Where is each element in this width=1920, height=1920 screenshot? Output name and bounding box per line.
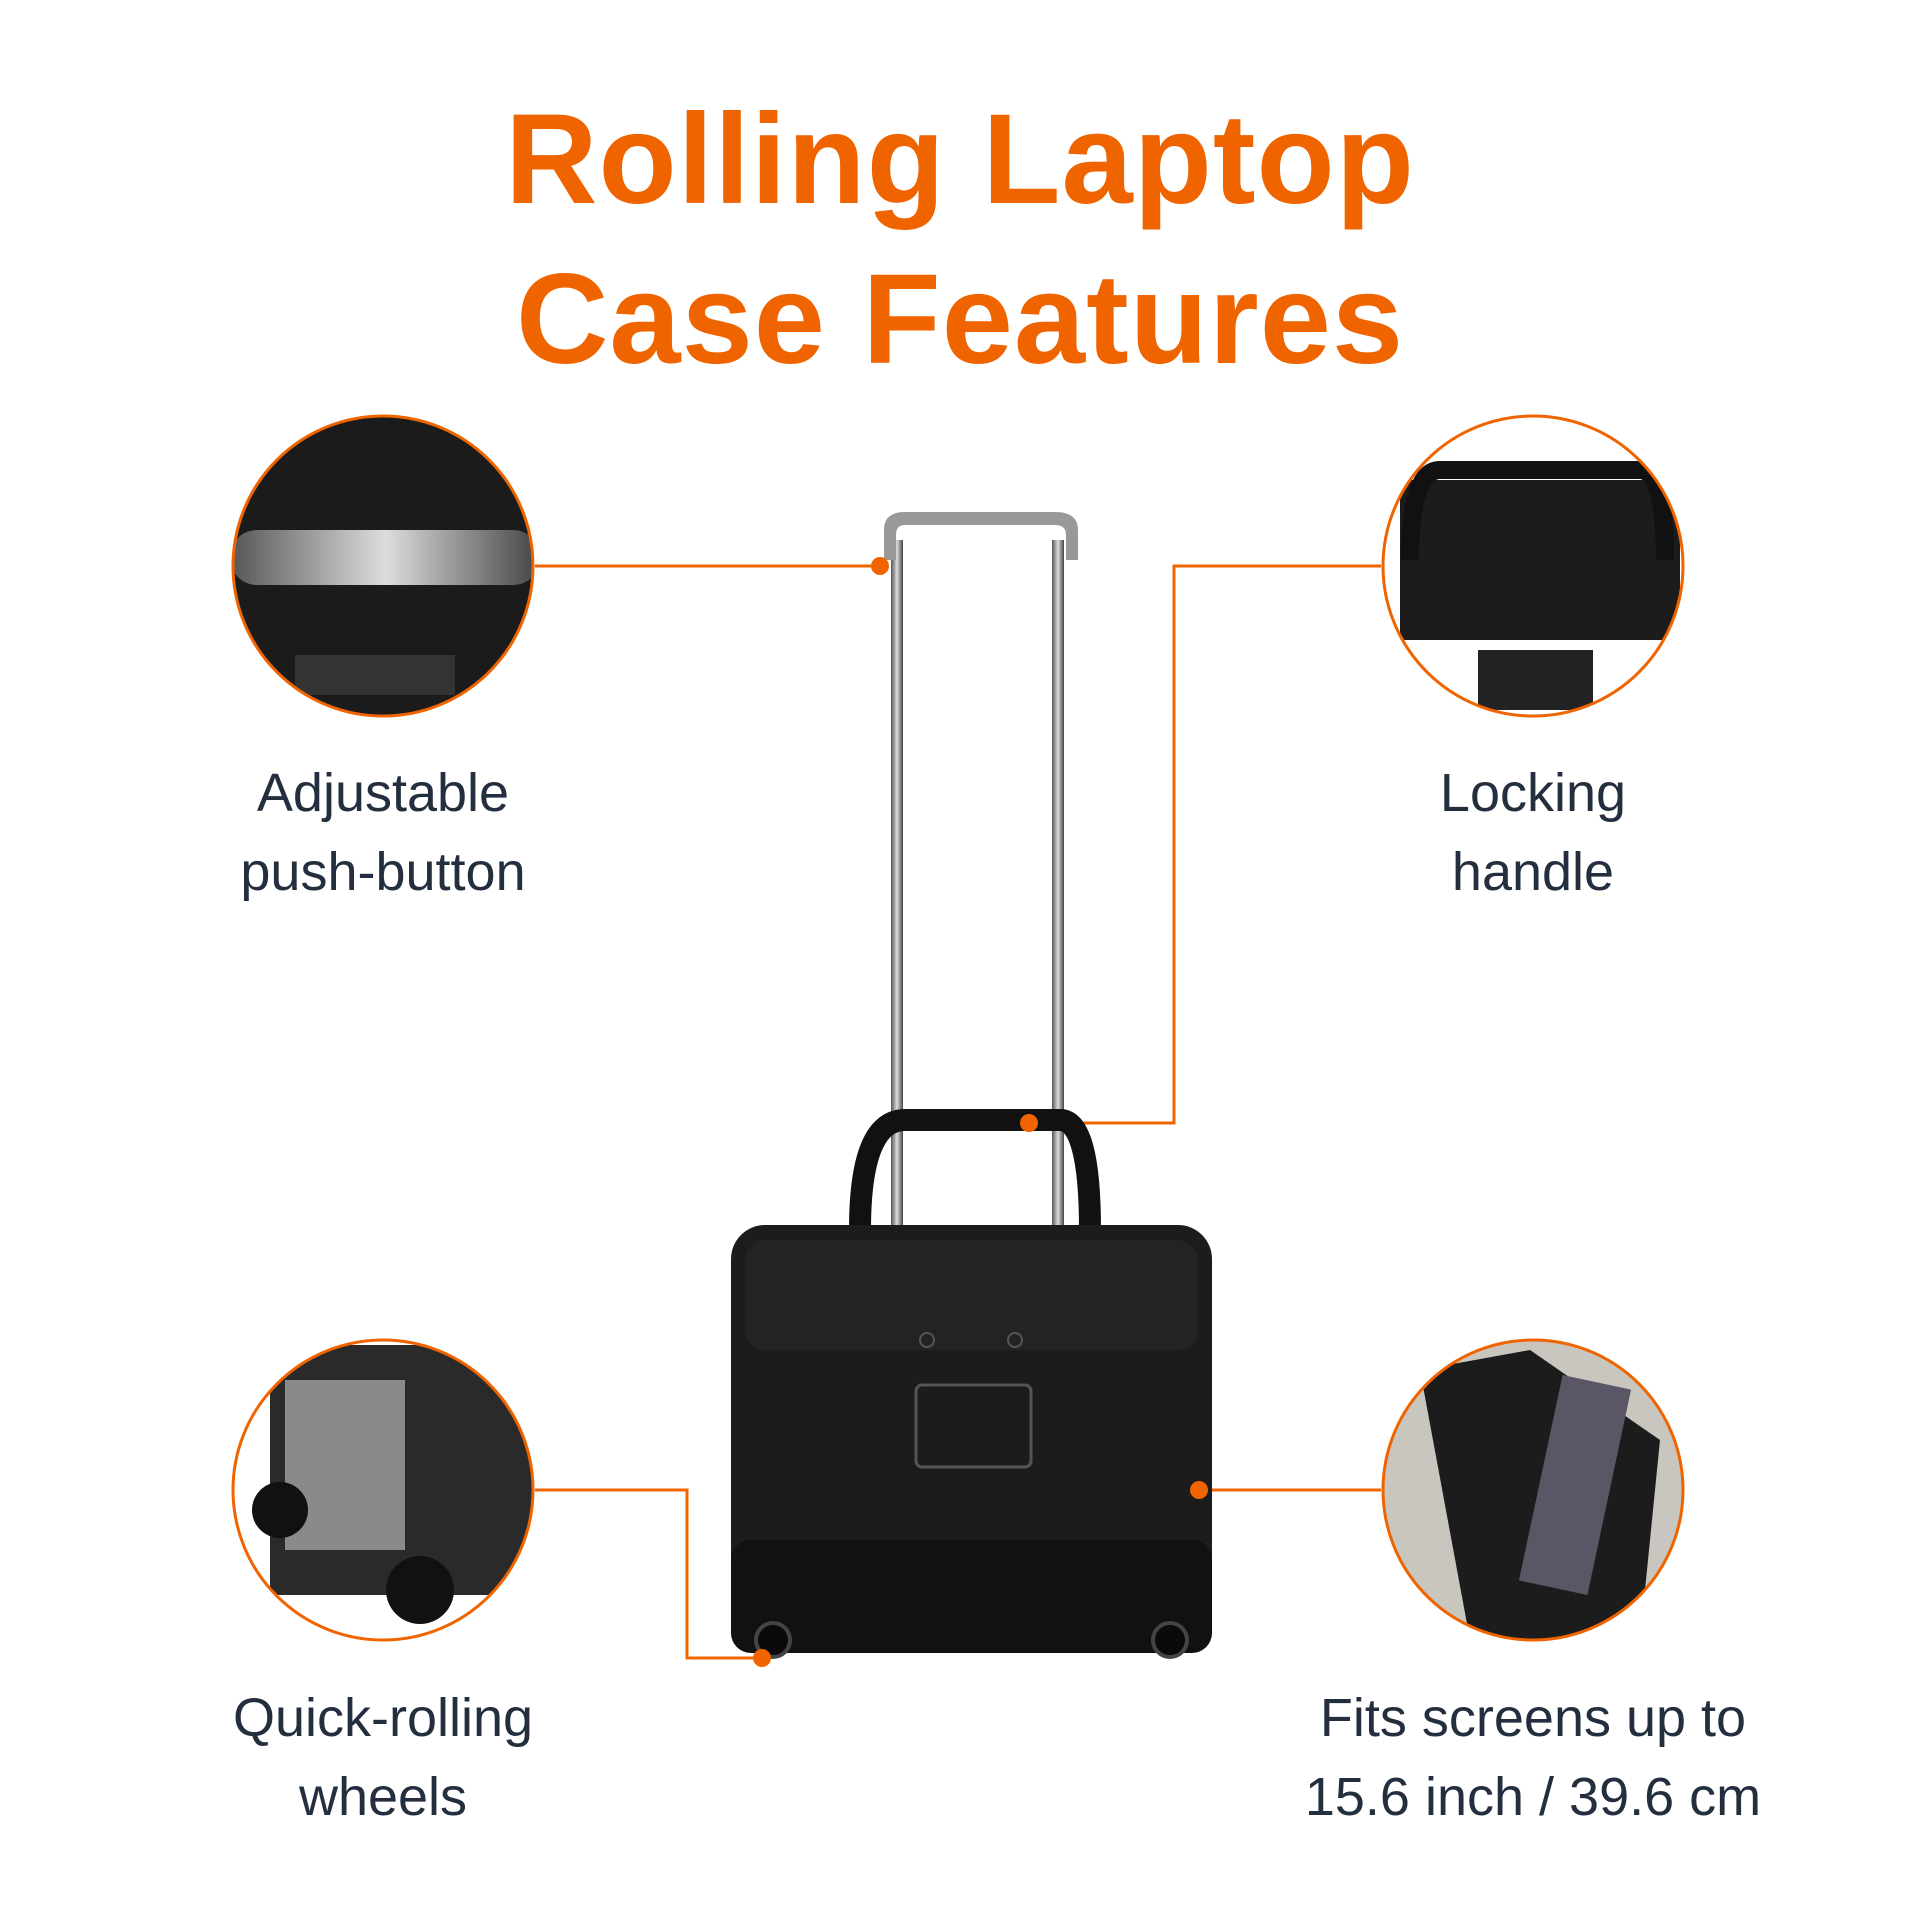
rolling-laptop-bag — [731, 512, 1212, 1659]
feature-label-screen-size: Fits screens up to 15.6 inch / 39.6 cm — [1183, 1679, 1883, 1837]
callout-dot — [1020, 1114, 1038, 1132]
callout-line-wheels — [535, 1488, 762, 1660]
feature-label-line: Fits screens up to — [1319, 1688, 1747, 1748]
feature-label-line: Locking — [1439, 763, 1627, 823]
feature-label-line: push-button — [240, 842, 526, 902]
feature-image-wheels — [231, 1338, 535, 1642]
callout-dot — [1190, 1481, 1208, 1499]
feature-label-line: Adjustable — [256, 763, 510, 823]
title-line-2: Case Features — [515, 248, 1405, 391]
callout-dot — [871, 557, 889, 575]
feature-image-locking-handle — [1381, 414, 1685, 718]
feature-label-locking-handle: Locking handle — [1183, 754, 1883, 912]
feature-label-wheels: Quick-rolling wheels — [33, 1679, 733, 1837]
title-line-1: Rolling Laptop — [505, 88, 1415, 231]
feature-label-line: Quick-rolling — [232, 1688, 534, 1748]
feature-label-line: 15.6 inch / 39.6 cm — [1304, 1767, 1762, 1827]
callout-lines — [535, 564, 1381, 1660]
callout-line-locking-handle — [1029, 564, 1381, 1125]
page-title: Rolling Laptop Case Features — [0, 80, 1920, 400]
feature-image-screen-size — [1381, 1338, 1685, 1642]
callout-dots — [753, 557, 1208, 1667]
feature-image-push-button — [231, 414, 535, 718]
feature-label-line: wheels — [298, 1767, 468, 1827]
callout-dot — [753, 1649, 771, 1667]
feature-label-push-button: Adjustable push-button — [33, 754, 733, 912]
feature-label-line: handle — [1451, 842, 1615, 902]
